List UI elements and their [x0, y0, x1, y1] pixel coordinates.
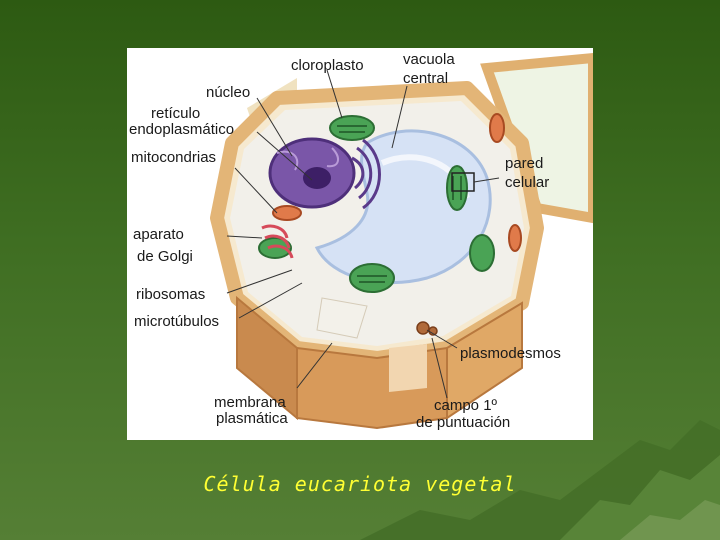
label-central: central — [403, 70, 448, 87]
diagram-panel: cloroplasto vacuola central núcleo retíc… — [127, 48, 593, 440]
label-celular: celular — [505, 174, 549, 191]
label-nucleo: núcleo — [206, 84, 250, 101]
label-pared: pared — [505, 155, 543, 172]
label-reticulo: retículo — [151, 105, 200, 122]
label-aparato: aparato — [133, 226, 184, 243]
slide-title: Célula eucariota vegetal — [0, 472, 720, 496]
label-de-puntuacion: de puntuación — [416, 414, 510, 431]
label-microtubulos: microtúbulos — [134, 313, 219, 330]
label-de-golgi: de Golgi — [137, 248, 193, 265]
label-ribosomas: ribosomas — [136, 286, 205, 303]
label-campo: campo 1º — [434, 397, 497, 414]
label-mitocondrias: mitocondrias — [131, 149, 216, 166]
label-membrana: membrana — [214, 394, 286, 411]
label-plasmatica: plasmática — [216, 410, 288, 427]
label-vacuola: vacuola — [403, 51, 455, 68]
label-cloroplasto: cloroplasto — [291, 57, 364, 74]
label-plasmodesmos: plasmodesmos — [460, 345, 561, 362]
label-endoplasmatico: endoplasmático — [129, 121, 234, 138]
